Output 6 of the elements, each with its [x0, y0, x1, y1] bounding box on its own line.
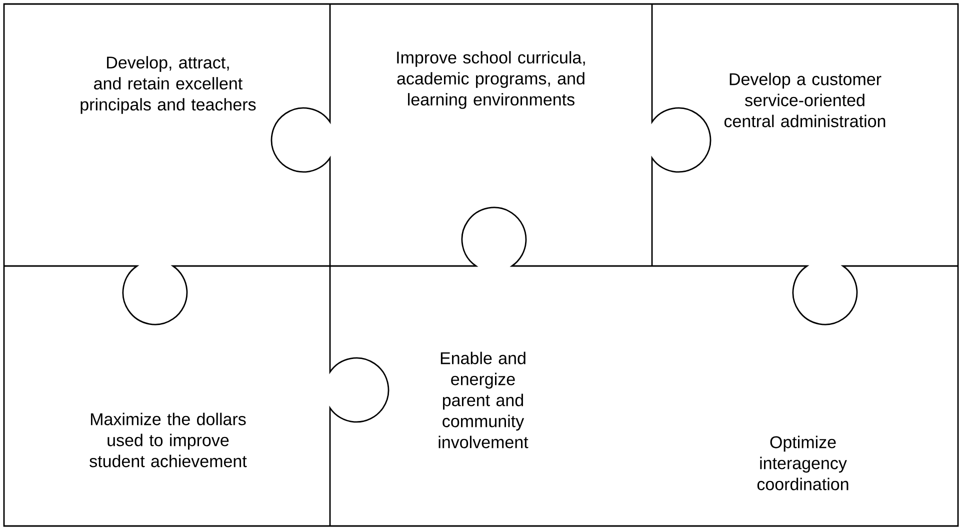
puzzle-piece-text: Maximize the dollars used to improve student achievement	[90, 412, 247, 468]
puzzle-piece-text: Optimize interagency coordination	[757, 436, 848, 490]
puzzle-piece-text: Enable and energize parent and community involvement	[438, 352, 528, 448]
puzzle-piece-text: Develop a customer service-oriented central administration	[724, 72, 886, 128]
puzzle-piece-text: Improve school curricula, academic programs, and learning environments	[397, 51, 585, 109]
puzzle-piece-text: Develop, attract, and retain excellent principals and teachers	[80, 56, 256, 114]
